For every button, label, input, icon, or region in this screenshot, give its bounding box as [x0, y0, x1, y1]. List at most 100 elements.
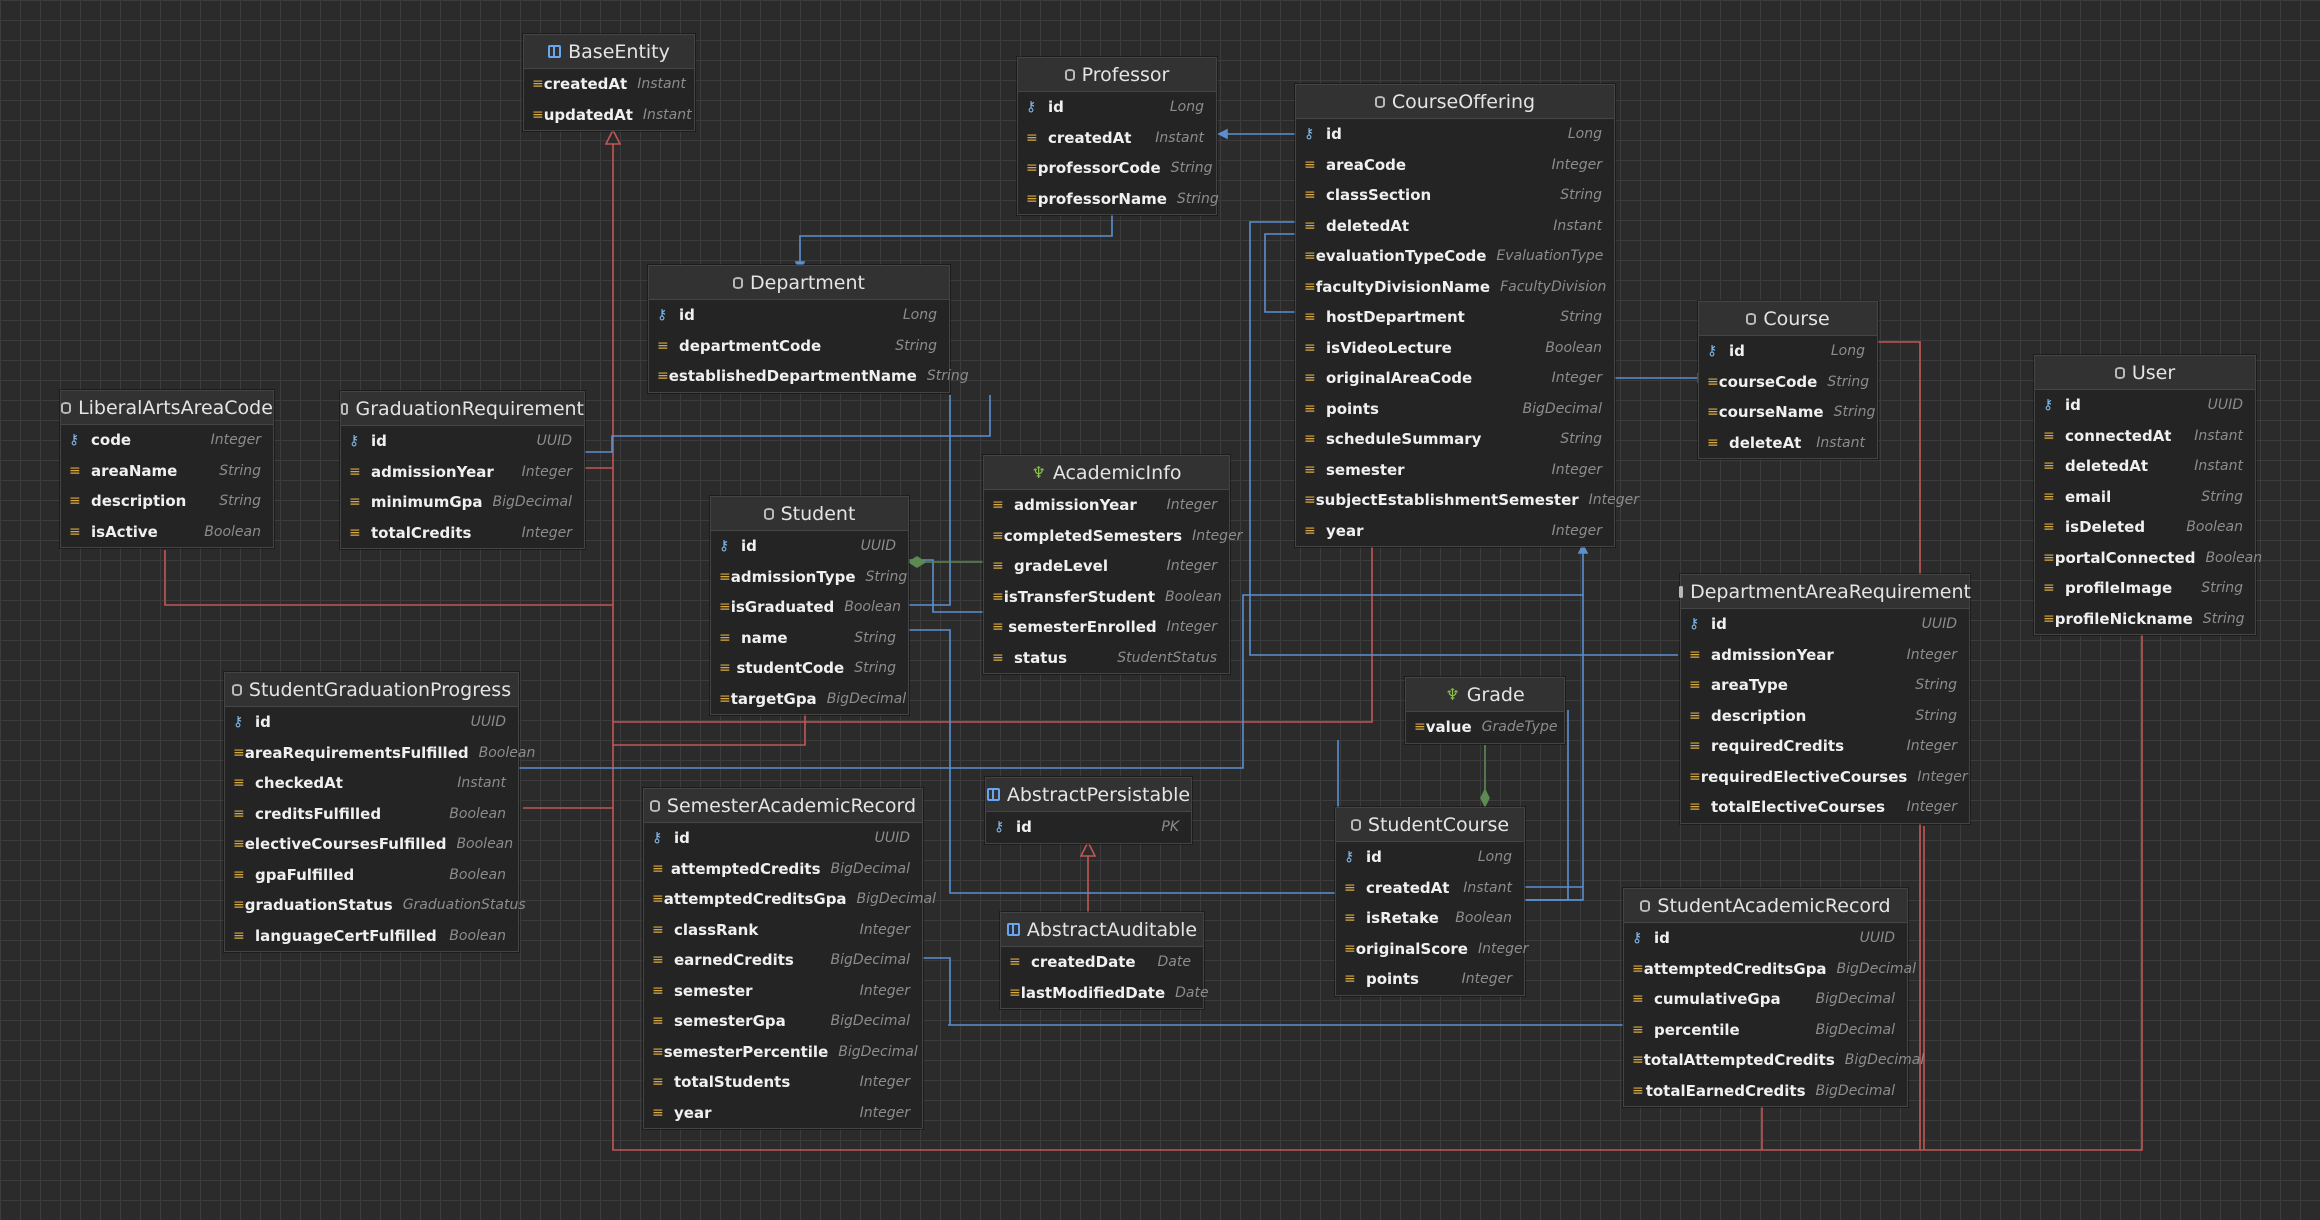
entity-student[interactable]: Student ⚷idUUID ≡admissionTypeString ≡is… — [710, 496, 909, 715]
field-row[interactable]: ≡profileImageString — [2035, 573, 2255, 604]
field-row[interactable]: ≡completedSemestersInteger — [984, 521, 1242, 552]
entity-grade[interactable]: ♆Grade ≡valueGradeType — [1405, 677, 1565, 744]
field-row[interactable]: ≡admissionYearInteger — [1681, 640, 1969, 671]
entity-course[interactable]: Course ⚷idLong ≡courseCodeString ≡course… — [1698, 301, 1878, 459]
field-row[interactable]: ≡courseCodeString — [1699, 367, 1877, 398]
field-row[interactable]: ≡originalScoreInteger — [1336, 934, 1528, 965]
entity-professor[interactable]: Professor ⚷idLong ≡createdAtInstant ≡pro… — [1017, 57, 1219, 215]
field-row[interactable]: ≡creditsFulfilledBoolean — [225, 799, 518, 830]
field-row[interactable]: ≡createdAtInstant — [1018, 123, 1216, 154]
field-row[interactable]: ≡classSectionString — [1296, 180, 1614, 211]
field-row[interactable]: ≡attemptedCreditsGpaBigDecimal — [644, 884, 936, 915]
field-row[interactable]: ⚷idUUID — [341, 426, 584, 457]
field-row[interactable]: ⚷idUUID — [644, 823, 922, 854]
field-row[interactable]: ≡semesterPercentileBigDecimal — [644, 1037, 922, 1068]
field-row[interactable]: ≡admissionYearInteger — [341, 457, 584, 488]
field-row[interactable]: ≡admissionYearInteger — [984, 490, 1229, 521]
field-row[interactable]: ≡deletedAtInstant — [1296, 211, 1614, 242]
field-row[interactable]: ≡earnedCreditsBigDecimal — [644, 945, 922, 976]
field-row[interactable]: ≡updatedAtInstant — [524, 100, 694, 131]
entity-base-entity[interactable]: BaseEntity ≡createdAtInstant ≡updatedAtI… — [523, 34, 695, 131]
entity-graduation-requirement[interactable]: GraduationRequirement ⚷idUUID ≡admission… — [340, 391, 585, 549]
field-row[interactable]: ≡gradeLevelInteger — [984, 551, 1229, 582]
field-row[interactable]: ≡isActiveBoolean — [61, 517, 273, 548]
field-row[interactable]: ⚷idLong — [649, 300, 949, 331]
field-row[interactable]: ≡pointsBigDecimal — [1296, 394, 1614, 425]
field-row[interactable]: ≡areaNameString — [61, 456, 273, 487]
field-row[interactable]: ≡percentileBigDecimal — [1624, 1015, 1907, 1046]
field-row[interactable]: ≡requiredCreditsInteger — [1681, 731, 1969, 762]
field-row[interactable]: ≡totalElectiveCoursesInteger — [1681, 792, 1969, 823]
field-row[interactable]: ≡deleteAtInstant — [1699, 428, 1877, 459]
entity-department-area-requirement[interactable]: DepartmentAreaRequirement ⚷idUUID ≡admis… — [1679, 574, 1971, 824]
field-row[interactable]: ⚷idUUID — [225, 707, 518, 738]
field-row[interactable]: ≡yearInteger — [1296, 516, 1614, 547]
field-row[interactable]: ≡requiredElectiveCoursesInteger — [1681, 762, 1969, 793]
field-row[interactable]: ≡professorNameString — [1018, 184, 1219, 215]
field-row[interactable]: ⚷idUUID — [711, 531, 908, 562]
field-row[interactable]: ≡areaCodeInteger — [1296, 150, 1614, 181]
entity-student-course[interactable]: StudentCourse ⚷idLong ≡createdAtInstant … — [1335, 807, 1528, 996]
field-row[interactable]: ⚷idLong — [1296, 119, 1614, 150]
field-row[interactable]: ≡courseNameString — [1699, 397, 1877, 428]
field-row[interactable]: ⚷idPK — [986, 812, 1191, 843]
field-row[interactable]: ≡languageCertFulfilledBoolean — [225, 921, 518, 952]
field-row[interactable]: ≡graduationStatusGraduationStatus — [225, 890, 526, 921]
entity-course-offering[interactable]: CourseOffering ⚷idLong ≡areaCodeInteger … — [1295, 84, 1639, 547]
field-row[interactable]: ≡checkedAtInstant — [225, 768, 518, 799]
field-row[interactable]: ≡subjectEstablishmentSemesterInteger — [1296, 485, 1639, 516]
field-row[interactable]: ≡scheduleSummaryString — [1296, 424, 1614, 455]
entity-student-graduation-progress[interactable]: StudentGraduationProgress ⚷idUUID ≡areaR… — [224, 672, 535, 952]
field-row[interactable]: ≡facultyDivisionNameFacultyDivision — [1296, 272, 1614, 303]
field-row[interactable]: ≡totalStudentsInteger — [644, 1067, 922, 1098]
field-row[interactable]: ≡totalCreditsInteger — [341, 518, 584, 549]
field-row[interactable]: ≡lastModifiedDateDate — [1001, 978, 1209, 1009]
field-row[interactable]: ≡descriptionString — [61, 486, 273, 517]
field-row[interactable]: ≡attemptedCreditsGpaBigDecimal — [1624, 954, 1916, 985]
field-row[interactable]: ≡emailString — [2035, 482, 2255, 513]
field-row[interactable]: ≡departmentCodeString — [649, 331, 949, 362]
field-row[interactable]: ≡pointsInteger — [1336, 964, 1524, 995]
field-row[interactable]: ≡studentCodeString — [711, 653, 908, 684]
field-row[interactable]: ≡electiveCoursesFulfilledBoolean — [225, 829, 518, 860]
field-row[interactable]: ≡semesterInteger — [1296, 455, 1614, 486]
field-row[interactable]: ≡valueGradeType — [1406, 712, 1564, 743]
field-row[interactable]: ≡totalAttemptedCreditsBigDecimal — [1624, 1045, 1924, 1076]
field-row[interactable]: ≡createdAtInstant — [524, 69, 694, 100]
field-row[interactable]: ≡nameString — [711, 623, 908, 654]
field-row[interactable]: ≡semesterEnrolledInteger — [984, 612, 1229, 643]
field-row[interactable]: ⚷idLong — [1336, 842, 1524, 873]
field-row[interactable]: ⚷idUUID — [2035, 390, 2255, 421]
field-row[interactable]: ≡areaRequirementsFulfilledBoolean — [225, 738, 535, 769]
field-row[interactable]: ≡targetGpaBigDecimal — [711, 684, 908, 715]
field-row[interactable]: ≡areaTypeString — [1681, 670, 1969, 701]
field-row[interactable]: ≡isVideoLectureBoolean — [1296, 333, 1614, 364]
field-row[interactable]: ≡createdDateDate — [1001, 947, 1203, 978]
field-row[interactable]: ≡yearInteger — [644, 1098, 922, 1129]
field-row[interactable]: ≡portalConnectedBoolean — [2035, 543, 2262, 574]
field-row[interactable]: ≡createdAtInstant — [1336, 873, 1524, 904]
field-row[interactable]: ≡professorCodeString — [1018, 153, 1216, 184]
field-row[interactable]: ≡gpaFulfilledBoolean — [225, 860, 518, 891]
entity-user[interactable]: User ⚷idUUID ≡connectedAtInstant ≡delete… — [2034, 355, 2262, 635]
field-row[interactable]: ⚷idLong — [1018, 92, 1216, 123]
field-row[interactable]: ≡classRankInteger — [644, 915, 922, 946]
field-row[interactable]: ⚷idUUID — [1681, 609, 1969, 640]
field-row[interactable]: ≡minimumGpaBigDecimal — [341, 487, 584, 518]
entity-liberal-arts-area-code[interactable]: LiberalArtsAreaCode ⚷codeInteger ≡areaNa… — [60, 390, 274, 548]
field-row[interactable]: ⚷idUUID — [1624, 923, 1907, 954]
field-row[interactable]: ≡cumulativeGpaBigDecimal — [1624, 984, 1907, 1015]
entity-semester-academic-record[interactable]: SemesterAcademicRecord ⚷idUUID ≡attempte… — [643, 788, 936, 1129]
field-row[interactable]: ≡connectedAtInstant — [2035, 421, 2255, 452]
field-row[interactable]: ≡attemptedCreditsBigDecimal — [644, 854, 922, 885]
field-row[interactable]: ≡isRetakeBoolean — [1336, 903, 1524, 934]
entity-academic-info[interactable]: ♆AcademicInfo ≡admissionYearInteger ≡com… — [983, 455, 1242, 674]
field-row[interactable]: ≡admissionTypeString — [711, 562, 908, 593]
field-row[interactable]: ⚷idLong — [1699, 336, 1877, 367]
field-row[interactable]: ≡descriptionString — [1681, 701, 1969, 732]
entity-abstract-auditable[interactable]: AbstractAuditable ≡createdDateDate ≡last… — [1000, 912, 1209, 1009]
field-row[interactable]: ≡isTransferStudentBoolean — [984, 582, 1229, 613]
entity-abstract-persistable[interactable]: AbstractPersistable ⚷idPK — [985, 777, 1192, 844]
entity-department[interactable]: Department ⚷idLong ≡departmentCodeString… — [648, 265, 969, 393]
field-row[interactable]: ≡hostDepartmentString — [1296, 302, 1614, 333]
